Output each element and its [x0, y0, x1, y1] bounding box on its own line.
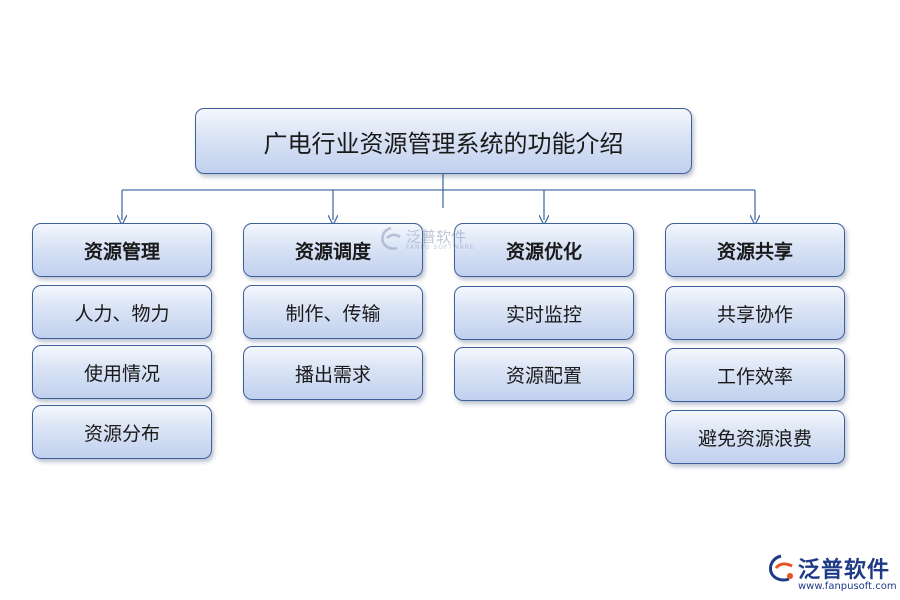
item-box: 资源配置 — [454, 347, 634, 401]
item-label: 避免资源浪费 — [697, 427, 812, 450]
item-label: 实时监控 — [505, 303, 582, 326]
watermark-logo-icon — [381, 226, 401, 250]
item-label: 资源配置 — [505, 364, 582, 387]
item-label: 工作效率 — [716, 365, 793, 388]
watermark-subtext: FANPU SOFTWARE — [406, 244, 475, 251]
item-box: 人力、物力 — [32, 285, 212, 339]
brand-logo-url: www.fanpusoft.com — [798, 581, 897, 592]
item-box: 播出需求 — [243, 346, 423, 400]
item-box: 实时监控 — [454, 286, 634, 340]
item-box: 使用情况 — [32, 345, 212, 399]
heading-label: 资源调度 — [294, 240, 371, 263]
item-box: 共享协作 — [665, 286, 845, 340]
brand-logo: 泛普软件 www.fanpusoft.com — [766, 552, 897, 596]
watermark: 泛普软件 FANPU SOFTWARE — [378, 226, 478, 256]
brand-logo-icon — [769, 554, 793, 582]
item-label: 资源分布 — [83, 422, 160, 445]
heading-label: 资源管理 — [83, 240, 160, 263]
title-box: 广电行业资源管理系统的功能介绍 — [195, 108, 692, 174]
item-label: 播出需求 — [294, 363, 371, 386]
heading-box-resource-optimization: 资源优化 — [454, 223, 634, 277]
heading-box-resource-management: 资源管理 — [32, 223, 212, 277]
heading-label: 资源优化 — [505, 240, 582, 263]
item-box: 资源分布 — [32, 405, 212, 459]
diagram-title: 广电行业资源管理系统的功能介绍 — [263, 129, 624, 158]
brand-logo-text: 泛普软件 — [798, 558, 891, 583]
item-box: 避免资源浪费 — [665, 410, 845, 464]
item-box: 制作、传输 — [243, 285, 423, 339]
item-label: 共享协作 — [716, 303, 793, 326]
watermark-text: 泛普软件 — [406, 228, 467, 246]
item-box: 工作效率 — [665, 348, 845, 402]
heading-box-resource-sharing: 资源共享 — [665, 223, 845, 277]
heading-label: 资源共享 — [716, 240, 793, 263]
item-label: 制作、传输 — [285, 302, 381, 325]
item-label: 使用情况 — [83, 362, 160, 385]
heading-box-resource-scheduling: 资源调度 — [243, 223, 423, 277]
item-label: 人力、物力 — [74, 302, 170, 325]
